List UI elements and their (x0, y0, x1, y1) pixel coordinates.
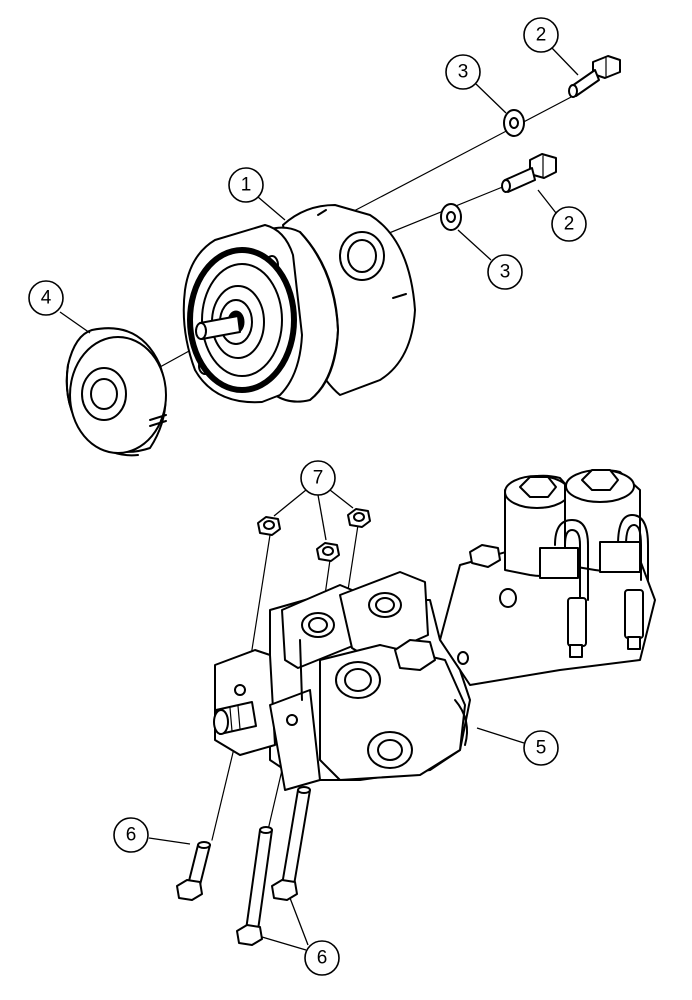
callouts: 1 2 2 3 3 4 5 6 (28, 17, 587, 976)
bolt-lower (501, 153, 557, 193)
hydraulic-pump (182, 204, 416, 404)
washer-upper (503, 109, 525, 137)
svg-text:3: 3 (458, 62, 469, 83)
tie-rod-left (176, 841, 211, 901)
nut-left (257, 516, 281, 536)
callout-3-upper: 3 (445, 54, 481, 90)
nuts (257, 508, 371, 562)
callout-5: 5 (523, 730, 559, 766)
tie-rod-right (271, 786, 311, 901)
callout-6-left: 6 (113, 817, 149, 853)
svg-text:7: 7 (313, 468, 324, 489)
coupling (65, 327, 167, 457)
callout-6-bottom: 6 (304, 940, 340, 976)
callout-7: 7 (300, 460, 336, 496)
nut-right (347, 508, 371, 528)
svg-text:5: 5 (536, 738, 547, 759)
callout-2-upper: 2 (523, 17, 559, 53)
svg-text:2: 2 (564, 214, 575, 235)
callout-2-lower: 2 (551, 206, 587, 242)
control-valve (213, 469, 656, 791)
leader-lines (59, 46, 579, 951)
svg-text:3: 3 (500, 262, 511, 283)
washer-lower (440, 203, 462, 231)
bolt-upper (568, 55, 621, 98)
callout-4: 4 (28, 280, 64, 316)
nut-middle (316, 542, 340, 562)
callout-3-lower: 3 (487, 254, 523, 290)
svg-text:6: 6 (317, 948, 328, 969)
tie-rod-bolts (176, 786, 311, 946)
svg-text:2: 2 (536, 25, 547, 46)
svg-text:1: 1 (241, 175, 252, 196)
tie-rod-middle (236, 826, 273, 946)
callout-1: 1 (228, 167, 264, 203)
svg-text:6: 6 (126, 825, 137, 846)
svg-text:4: 4 (41, 288, 52, 309)
